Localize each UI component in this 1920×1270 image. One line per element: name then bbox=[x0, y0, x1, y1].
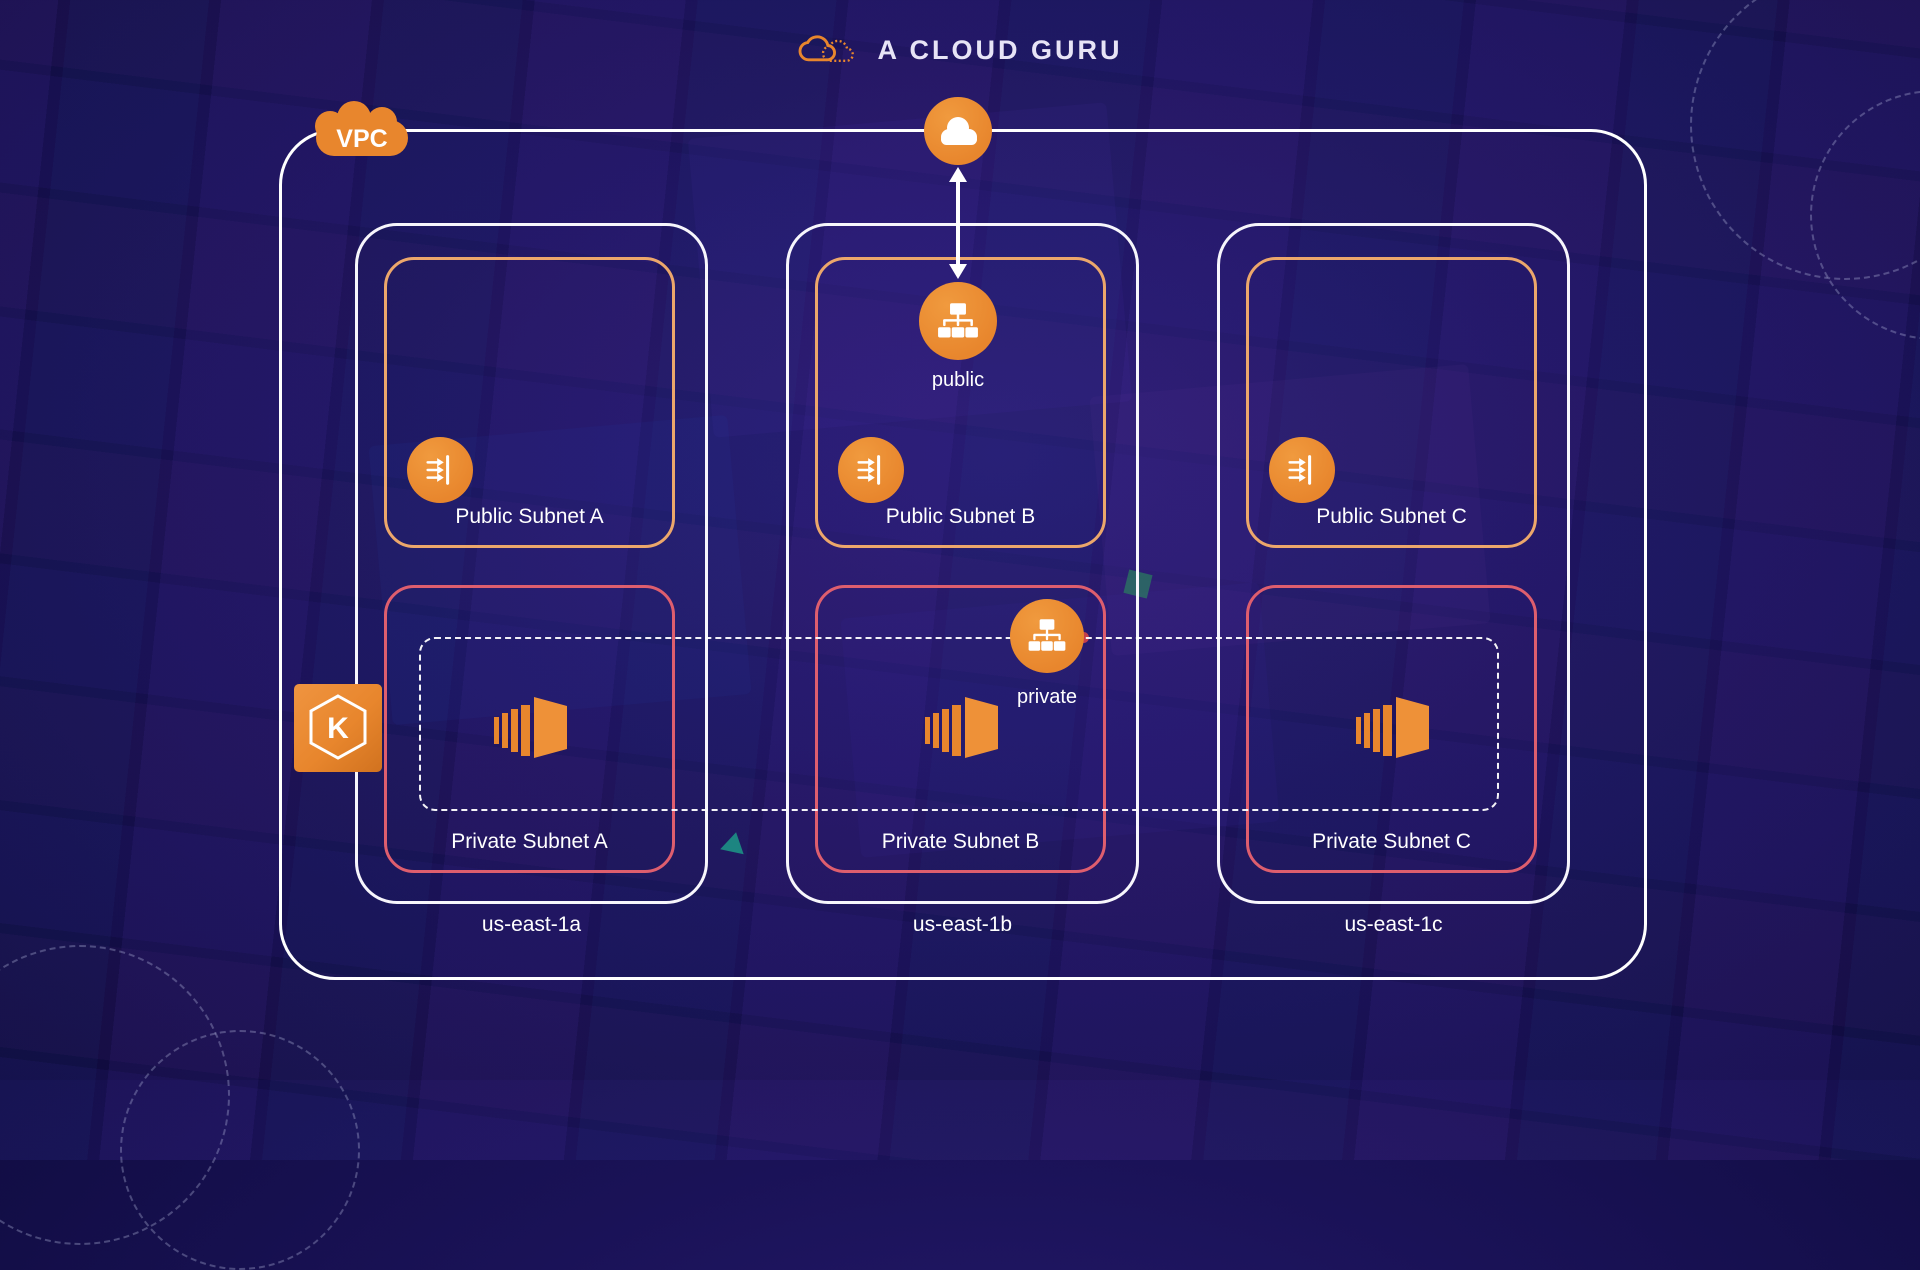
az-border bbox=[355, 223, 708, 904]
az-name: us-east-1b bbox=[912, 913, 1013, 936]
public-subnet-a: Public Subnet A bbox=[384, 257, 675, 548]
eks-letter: K bbox=[327, 712, 349, 745]
private-subnet-b: Private Subnet B bbox=[815, 585, 1106, 873]
private-subnet-label: Private Subnet C bbox=[1312, 830, 1471, 853]
public-subnet-label: Public Subnet C bbox=[1316, 505, 1467, 528]
ec2-instances-icon bbox=[486, 684, 574, 772]
private-subnet-a: Private Subnet A bbox=[384, 585, 675, 873]
public-subnet-label: Public Subnet A bbox=[455, 505, 604, 528]
private-route-table-icon bbox=[1010, 599, 1084, 673]
private-subnet-label: Private Subnet B bbox=[881, 830, 1040, 853]
brand-title: A CLOUD GURU bbox=[877, 34, 1123, 65]
az-name: us-east-1c bbox=[1344, 913, 1443, 936]
internet-gateway-cloud-icon bbox=[924, 97, 992, 165]
az-border bbox=[786, 223, 1139, 904]
eks-kubernetes-icon: K bbox=[294, 684, 382, 772]
igw-route-arrow bbox=[949, 167, 967, 279]
vpc-badge: VPC bbox=[315, 101, 408, 156]
az-name: us-east-1a bbox=[481, 913, 582, 936]
private-route-association-boundary bbox=[419, 637, 1499, 811]
public-route-table-icon bbox=[919, 282, 997, 360]
subnet-routing-icon bbox=[407, 437, 473, 503]
ec2-instances-icon bbox=[917, 684, 1005, 772]
private-route-table-label: private bbox=[1016, 686, 1078, 708]
public-subnet-b: Public Subnet B bbox=[815, 257, 1106, 548]
subnet-routing-icon bbox=[1269, 437, 1335, 503]
availability-zone-1a: Public Subnet A Private Subnet A us-east… bbox=[355, 223, 708, 953]
acg-cloud-logo bbox=[798, 35, 854, 62]
private-subnet-c: Private Subnet C bbox=[1246, 585, 1537, 873]
public-subnet-label: Public Subnet B bbox=[885, 505, 1036, 528]
decorative-dashed-circle bbox=[120, 1030, 360, 1270]
public-subnet-c: Public Subnet C bbox=[1246, 257, 1537, 548]
availability-zone-1b: Public Subnet B Private Subnet B us-east… bbox=[786, 223, 1139, 953]
vpc-label: VPC bbox=[336, 125, 387, 153]
availability-zone-1c: Public Subnet C Private Subnet C us-east… bbox=[1217, 223, 1570, 953]
public-route-table-label: public bbox=[931, 369, 985, 391]
az-border bbox=[1217, 223, 1570, 904]
ec2-instances-icon bbox=[1348, 684, 1436, 772]
subnet-routing-icon bbox=[838, 437, 904, 503]
private-subnet-label: Private Subnet A bbox=[451, 830, 608, 853]
brand-header: A CLOUD GURU bbox=[0, 28, 1920, 72]
